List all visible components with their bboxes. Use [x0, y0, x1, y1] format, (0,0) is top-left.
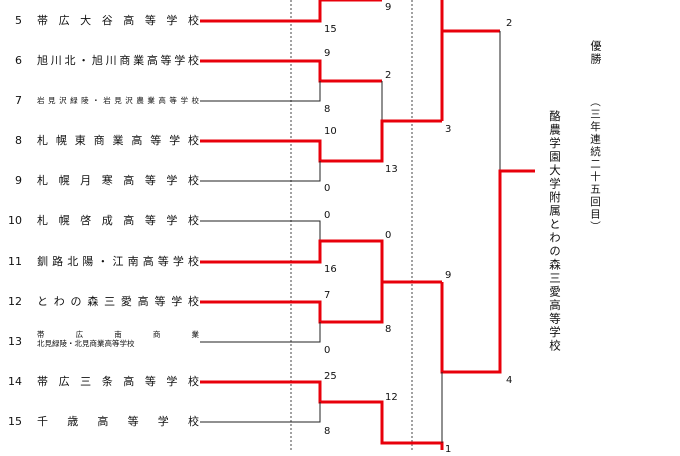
score-team-10: 0: [324, 210, 331, 221]
team-name: 千 歳 高 等 学 校: [37, 415, 199, 428]
score-6-7: 2: [385, 70, 392, 81]
path-team-11: [200, 239, 384, 282]
team-row-12: 12 と わ の 森 三 愛 高 等 学 校: [0, 292, 210, 312]
team-name-line1: 帯 広 南 商 業: [37, 330, 199, 339]
team-number: 14: [8, 375, 22, 388]
score-team-11: 16: [324, 264, 337, 275]
team-number: 8: [15, 134, 22, 147]
score-lower-bracket: 4: [506, 375, 513, 386]
team-name: 釧路北陽・江南高等学校: [37, 255, 199, 268]
score-12-13: 8: [385, 324, 392, 335]
team-name: 帯 広 三 条 高 等 学 校: [37, 375, 199, 388]
team-name: 岩見沢緑陵・岩見沢農業高等学校: [37, 96, 199, 105]
score-10-11: 0: [385, 230, 392, 241]
team-number: 13: [8, 335, 22, 348]
score-team-7: 8: [324, 104, 331, 115]
path-team-10: [200, 220, 321, 241]
team-row-7: 7 岩見沢緑陵・岩見沢農業高等学校: [0, 91, 210, 111]
path-team-12: [200, 280, 442, 324]
team-row-13: 13 帯 広 南 商 業 北見緑陵・北見商業高等学校: [0, 330, 210, 352]
team-row-11: 11 釧路北陽・江南高等学校: [0, 252, 210, 272]
team-number: 10: [8, 214, 22, 227]
team-name: 帯 広 大 谷 高 等 学 校: [37, 14, 199, 27]
team-number: 6: [15, 54, 22, 67]
team-name-line2: 北見緑陵・北見商業高等学校: [37, 339, 135, 348]
team-name: 札 幌 啓 成 高 等 学 校: [37, 214, 199, 227]
score-team-13: 0: [324, 345, 331, 356]
team-number: 5: [15, 14, 22, 27]
score-team-8: 10: [324, 126, 337, 137]
path-team-6: [200, 59, 382, 83]
path-team-15: [200, 402, 321, 423]
score-team-15: 8: [324, 426, 331, 437]
score-10-to-13: 9: [445, 270, 452, 281]
champion-school: 酪農学園大学附属とわの森三愛高等学校: [548, 110, 562, 353]
team-row-8: 8 札 幌 東 商 業 高 等 学 校: [0, 131, 210, 151]
champion-note: （三年連続二十五回目）: [589, 96, 601, 234]
team-row-9: 9 札 幌 月 寒 高 等 学 校: [0, 171, 210, 191]
path-team-9: [200, 161, 321, 182]
team-name-two-line: 帯 広 南 商 業 北見緑陵・北見商業高等学校: [37, 330, 199, 348]
score-8-9: 13: [385, 164, 398, 175]
team-row-14: 14 帯 広 三 条 高 等 学 校: [0, 372, 210, 392]
team-number: 15: [8, 415, 22, 428]
team-row-10: 10 札 幌 啓 成 高 等 学 校: [0, 211, 210, 231]
team-number: 7: [15, 94, 22, 107]
team-name: と わ の 森 三 愛 高 等 学 校: [37, 295, 199, 308]
score-team-6: 9: [324, 48, 331, 59]
champion-label: 優勝: [589, 40, 602, 66]
path-lower-semi: [440, 169, 535, 374]
score-team-14: 25: [324, 371, 337, 382]
team-number: 11: [8, 255, 22, 268]
team-row-15: 15 千 歳 高 等 学 校: [0, 412, 210, 432]
path-team-14: [200, 380, 444, 450]
path-team-8: [200, 119, 442, 163]
path-top-upper: [440, 0, 500, 33]
team-name: 旭川北・旭川商業高等学校: [37, 54, 199, 67]
score-6-to-9: 3: [445, 124, 452, 135]
score-team-5: 15: [324, 24, 337, 35]
score-14-15: 12: [385, 392, 398, 403]
team-row-6: 6 旭川北・旭川商業高等学校: [0, 51, 210, 71]
path-team-13: [200, 322, 321, 343]
team-row-5: 5 帯 広 大 谷 高 等 学 校: [0, 11, 210, 31]
team-number: 9: [15, 174, 22, 187]
team-name: 札 幌 東 商 業 高 等 学 校: [37, 134, 199, 147]
path-team-7: [200, 81, 321, 102]
path-team-5: [200, 0, 322, 23]
score-upper-bracket: 2: [506, 18, 513, 29]
team-number: 12: [8, 295, 22, 308]
team-name: 札 幌 月 寒 高 等 学 校: [37, 174, 199, 187]
score-lower-bottom: 1: [445, 444, 452, 455]
score-top-game: 9: [385, 2, 392, 13]
score-team-9: 0: [324, 183, 331, 194]
score-team-12: 7: [324, 290, 331, 301]
